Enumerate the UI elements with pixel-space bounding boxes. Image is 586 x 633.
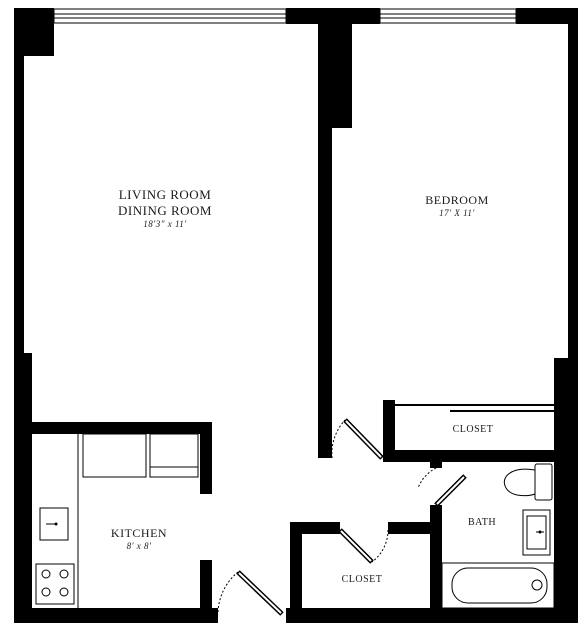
bathtub	[441, 562, 555, 609]
bedroom-name: BEDROOM	[425, 193, 489, 207]
interior-walls	[32, 8, 578, 623]
bath-door	[417, 467, 467, 507]
entry-door	[217, 570, 284, 616]
kitchen-dimensions: 8' x 8'	[127, 541, 152, 551]
kitchen-name: KITCHEN	[111, 526, 167, 540]
stove	[35, 563, 75, 605]
kitchen-sink	[39, 507, 69, 541]
bedroom-dimensions: 17' X 11'	[439, 208, 475, 218]
hall-closet-label: CLOSET	[342, 574, 383, 585]
bath-name: BATH	[468, 517, 496, 528]
window-bedroom	[379, 8, 517, 24]
bedroom-closet-label: CLOSET	[453, 424, 494, 435]
kitchen-label: KITCHEN 8' x 8'	[111, 526, 167, 551]
bathroom-sink	[522, 509, 551, 556]
sliding-closet-door	[395, 404, 554, 412]
living-room-label: LIVING ROOM DINING ROOM 18'3" x 11'	[118, 187, 212, 229]
hall-closet-door	[338, 528, 389, 564]
exterior-walls	[14, 8, 578, 623]
living-room-dimensions: 18'3" x 11'	[143, 219, 187, 229]
window-living-room	[53, 8, 287, 24]
kitchen-cabinet	[149, 433, 199, 478]
bedroom-closet-name: CLOSET	[453, 424, 494, 435]
living-room-name: LIVING ROOM	[119, 187, 212, 202]
bedroom-label: BEDROOM 17' X 11'	[425, 193, 489, 218]
bath-label: BATH	[468, 517, 496, 528]
hall-closet-name: CLOSET	[342, 574, 383, 585]
bedroom-door	[331, 418, 384, 460]
toilet	[503, 463, 553, 501]
dining-room-name: DINING ROOM	[118, 203, 212, 218]
refrigerator	[82, 433, 147, 478]
